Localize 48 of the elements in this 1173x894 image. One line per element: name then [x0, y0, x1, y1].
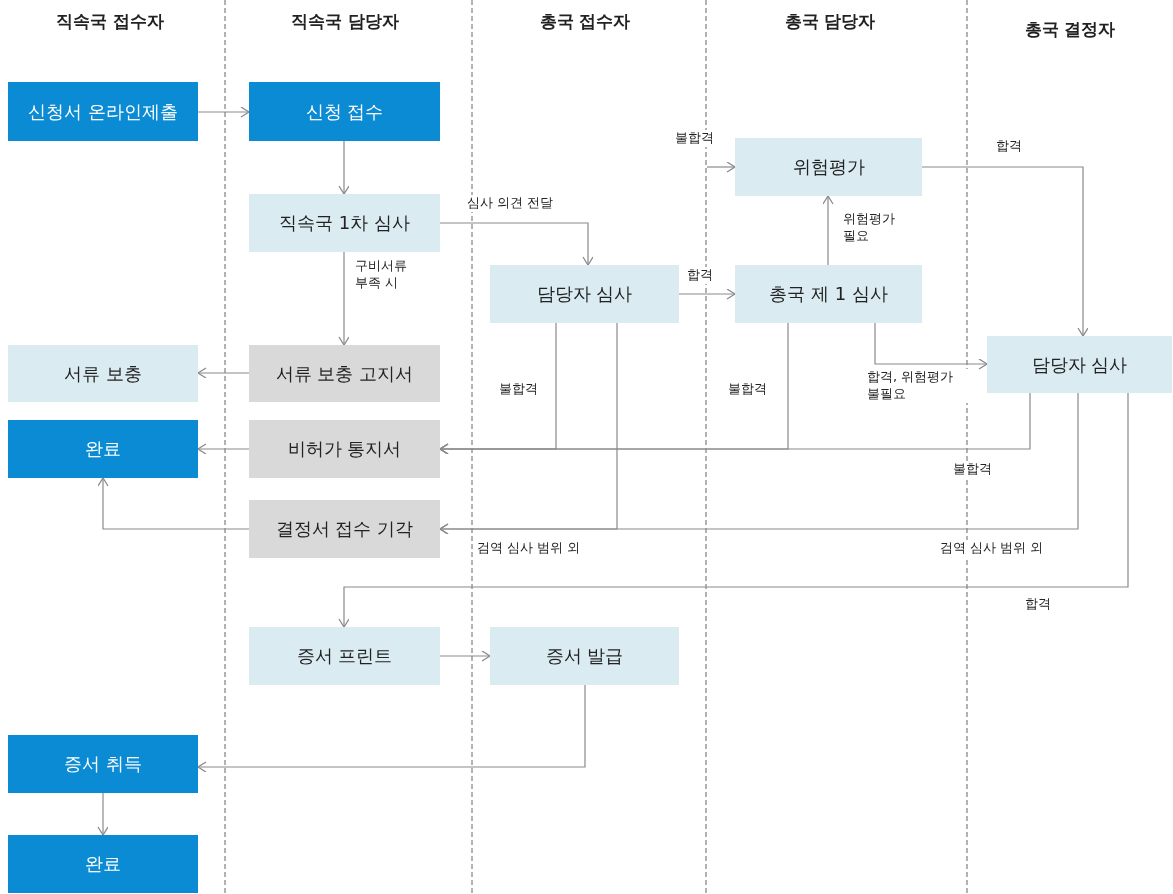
- process-box: 직속국 1차 심사: [249, 194, 440, 252]
- process-box: 증서 발급: [490, 627, 679, 685]
- arrow: [439, 392, 1079, 535]
- arrow: [874, 322, 988, 370]
- arrow: [439, 222, 594, 266]
- process-box: 결정서 접수 기각: [249, 500, 440, 558]
- arrow: [439, 392, 1031, 455]
- lane-header: 총국 결정자: [1024, 18, 1116, 41]
- edge-label: 합격, 위험평가 불필요: [866, 369, 968, 403]
- arrow: [338, 392, 1129, 628]
- lane-header: 총국 담당자: [784, 10, 876, 33]
- arrow: [822, 195, 834, 266]
- arrow: [439, 650, 491, 662]
- process-box: 서류 보충: [8, 345, 198, 402]
- arrow: [338, 251, 350, 346]
- arrow: [97, 477, 250, 530]
- lane-header: 직속국 접수자: [56, 10, 164, 33]
- process-box: 위험평가: [735, 138, 922, 196]
- edge-label: 합격: [995, 138, 1023, 155]
- process-box: 담당자 심사: [490, 265, 679, 323]
- arrow: [338, 140, 350, 195]
- process-box: 신청서 온라인제출: [8, 82, 198, 141]
- edge-label: 불합격: [727, 381, 768, 398]
- process-box: 증서 취득: [8, 735, 198, 793]
- edge-label: 합격: [1024, 596, 1052, 613]
- arrow: [197, 443, 250, 455]
- edge-label: 불합격: [674, 130, 715, 147]
- arrow: [921, 166, 1089, 337]
- arrow: [197, 106, 250, 118]
- arrow: [197, 684, 586, 773]
- process-box: 완료: [8, 835, 198, 893]
- arrow: [706, 161, 736, 173]
- lane-header: 총국 접수자: [539, 10, 631, 33]
- process-box: 총국 제 1 심사: [735, 265, 922, 323]
- lane-header: 직속국 담당자: [291, 10, 399, 33]
- edge-label: 불합격: [498, 381, 539, 398]
- edge-label: 심사 의견 전달: [466, 195, 555, 212]
- edge-label: 불합격: [952, 461, 993, 478]
- process-box: 증서 프린트: [249, 627, 440, 685]
- process-box: 담당자 심사: [987, 336, 1172, 393]
- arrow: [678, 288, 736, 300]
- arrow: [97, 792, 109, 836]
- process-box: 완료: [8, 420, 198, 478]
- process-box: 비허가 통지서: [249, 420, 440, 478]
- edge-label: 합격: [686, 267, 714, 284]
- process-box: 신청 접수: [249, 82, 440, 141]
- arrow: [197, 367, 250, 379]
- process-box: 서류 보충 고지서: [249, 345, 440, 402]
